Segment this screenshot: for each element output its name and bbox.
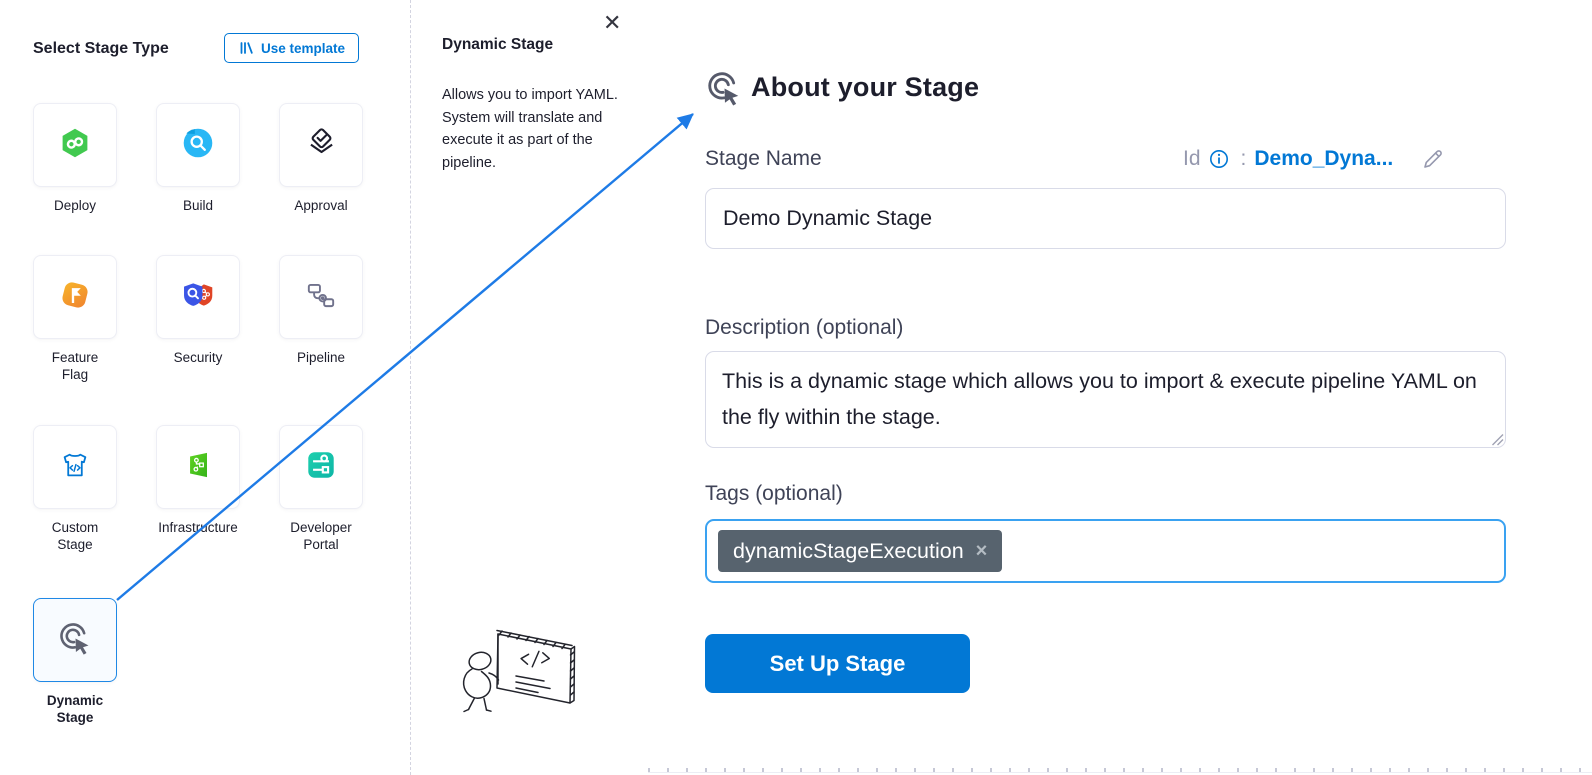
info-icon[interactable]: [1209, 149, 1229, 169]
template-library-icon: [238, 40, 254, 56]
tags-input[interactable]: dynamicStageExecution ×: [705, 519, 1506, 583]
stage-name-input[interactable]: [705, 188, 1506, 249]
approval-icon: [303, 125, 339, 166]
stage-card-label: Approval: [294, 198, 348, 213]
panel-divider: [410, 0, 411, 775]
dynamic-stage-description: Allows you to import YAML. System will t…: [442, 87, 618, 172]
dynamic-stage-panel-title: Dynamic Stage: [442, 36, 554, 53]
stage-card-developer-portal[interactable]: Developer Portal: [279, 425, 363, 553]
feature-flag-icon: [57, 277, 93, 318]
resize-handle-icon[interactable]: [1491, 433, 1504, 451]
description-label: Description (optional): [705, 316, 904, 339]
stage-card-approval[interactable]: Approval: [279, 103, 363, 214]
stage-card-build[interactable]: Build: [156, 103, 240, 214]
stage-card-feature-flag[interactable]: Feature Flag: [33, 255, 117, 383]
use-template-button[interactable]: Use template: [224, 33, 360, 63]
set-up-stage-button[interactable]: Set Up Stage: [705, 634, 970, 693]
id-separator: :: [1240, 147, 1247, 170]
infrastructure-icon: [180, 447, 216, 488]
stage-card-label: Build: [182, 198, 214, 213]
build-icon: [180, 125, 216, 166]
select-stage-type-title: Select Stage Type: [33, 40, 169, 57]
id-value[interactable]: Demo_Dyna...: [1254, 147, 1394, 170]
pipeline-icon: [303, 277, 339, 318]
stage-id-row: Id : Demo_Dyna...: [1183, 147, 1445, 171]
pencil-icon: [1421, 147, 1445, 171]
stage-card-deploy[interactable]: Deploy: [33, 103, 117, 214]
canvas-grid: [648, 768, 1592, 773]
about-your-stage-title: About your Stage: [751, 72, 980, 102]
stage-card-label: Dynamic Stage: [46, 693, 104, 725]
presenter-illustration: [450, 620, 590, 730]
tags-label: Tags (optional): [705, 482, 843, 505]
tag-chip: dynamicStageExecution ×: [718, 530, 1003, 572]
stage-card-dynamic-stage[interactable]: Dynamic Stage: [33, 598, 117, 726]
security-icon: [180, 277, 216, 318]
developer-portal-icon: [303, 447, 339, 488]
stage-card-label: Security: [173, 350, 223, 365]
description-textarea[interactable]: This is a dynamic stage which allows you…: [705, 351, 1506, 448]
id-label: Id: [1183, 147, 1201, 170]
stage-card-label: Feature Flag: [51, 350, 99, 382]
dynamic-stage-header-icon: [705, 69, 743, 112]
stage-card-security[interactable]: Security: [156, 255, 240, 366]
custom-stage-icon: [57, 447, 93, 488]
stage-name-label: Stage Name: [705, 147, 822, 170]
close-icon: ✕: [603, 10, 622, 35]
stage-card-label: Developer Portal: [290, 520, 352, 552]
stage-card-label: Pipeline: [296, 350, 346, 365]
tag-chip-label: dynamicStageExecution: [733, 538, 964, 563]
close-button[interactable]: ✕: [603, 12, 621, 34]
stage-card-label: Custom Stage: [51, 520, 99, 552]
tag-remove-icon[interactable]: ×: [975, 540, 988, 562]
stage-card-pipeline[interactable]: Pipeline: [279, 255, 363, 366]
stage-card-label: Infrastructure: [158, 520, 238, 535]
stage-card-label: Deploy: [53, 198, 97, 213]
stage-card-custom-stage[interactable]: Custom Stage: [33, 425, 117, 553]
dynamic-stage-icon: [57, 620, 93, 661]
deploy-icon: [57, 125, 93, 166]
edit-id-button[interactable]: [1421, 147, 1445, 171]
stage-card-infrastructure[interactable]: Infrastructure: [156, 425, 240, 536]
